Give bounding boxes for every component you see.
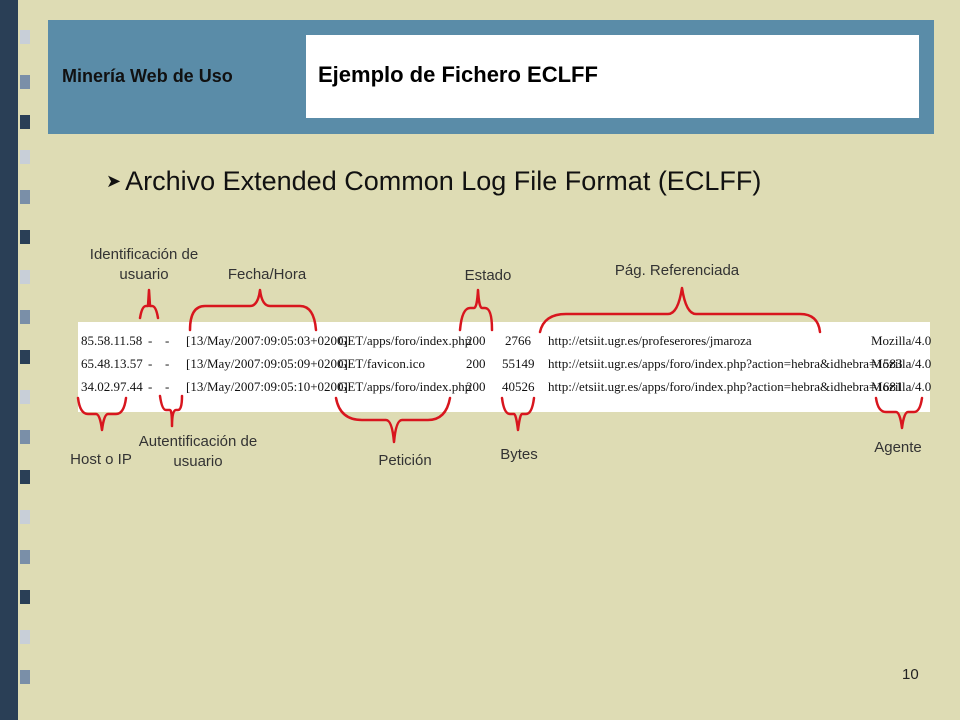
log-referer: http://etsiit.ugr.es/apps/foro/index.php…	[548, 356, 903, 371]
log-date: [13/May/2007:09:05:03+0200]	[186, 333, 348, 348]
left-decorative-squares	[18, 0, 32, 720]
log-status: 200	[466, 379, 486, 394]
brace-user-id	[138, 288, 160, 320]
slide-title: Ejemplo de Fichero ECLFF	[318, 62, 598, 87]
log-auth: -	[165, 379, 170, 394]
log-row: 65.48.13.57 - - [13/May/2007:09:05:09+02…	[78, 356, 932, 374]
label-datetime: Fecha/Hora	[227, 266, 307, 283]
label-agent: Agente	[874, 439, 922, 456]
log-request: GET/apps/foro/index.php	[338, 333, 472, 348]
log-status: 200	[466, 333, 486, 348]
log-auth: -	[165, 333, 170, 348]
log-bytes: 55149	[502, 356, 535, 371]
label-bytes: Bytes	[500, 446, 538, 463]
log-agent: Mozilla/4.0	[871, 379, 932, 394]
log-row: 85.58.11.58 - - [13/May/2007:09:05:03+02…	[78, 333, 932, 351]
log-date: [13/May/2007:09:05:10+0200]	[186, 379, 348, 394]
log-request: GET/apps/foro/index.php	[338, 379, 472, 394]
section-title: Minería Web de Uso	[62, 66, 233, 86]
label-host: Host o IP	[70, 451, 132, 468]
log-file-table: 85.58.11.58 - - [13/May/2007:09:05:03+02…	[78, 322, 932, 412]
log-agent: Mozilla/4.0	[871, 356, 932, 371]
log-row: 34.02.97.44 - - [13/May/2007:09:05:10+02…	[78, 379, 932, 397]
log-referer: http://etsiit.ugr.es/apps/foro/index.php…	[548, 379, 903, 394]
log-status: 200	[466, 356, 486, 371]
label-user-id: Identificación de usuario	[89, 246, 199, 283]
label-auth: Autentificación de usuario	[138, 433, 258, 470]
page-number: 10	[902, 666, 919, 683]
log-user: -	[148, 379, 153, 394]
log-request: GET/favicon.ico	[338, 356, 425, 371]
bullet-arrow-icon: ➤	[106, 171, 122, 191]
log-ip: 65.48.13.57	[81, 356, 143, 371]
label-request: Petición	[378, 452, 432, 469]
log-auth: -	[165, 356, 170, 371]
slide-title-box: Ejemplo de Fichero ECLFF	[306, 35, 919, 118]
log-ip: 85.58.11.58	[81, 333, 143, 348]
bullet-point: ➤Archivo Extended Common Log File Format…	[106, 166, 761, 197]
log-ip: 34.02.97.44	[81, 379, 143, 394]
log-bytes: 40526	[502, 379, 535, 394]
label-status: Estado	[464, 267, 512, 284]
log-date: [13/May/2007:09:05:09+0200]	[186, 356, 348, 371]
log-agent: Mozilla/4.0	[871, 333, 932, 348]
log-referer: http://etsiit.ugr.es/profeserores/jmaroz…	[548, 333, 752, 348]
log-user: -	[148, 333, 153, 348]
log-user: -	[148, 356, 153, 371]
label-referer: Pág. Referenciada	[614, 262, 740, 279]
bullet-text: Archivo Extended Common Log File Format …	[125, 166, 762, 196]
left-decorative-stripe	[0, 0, 18, 720]
log-bytes: 2766	[505, 333, 531, 348]
